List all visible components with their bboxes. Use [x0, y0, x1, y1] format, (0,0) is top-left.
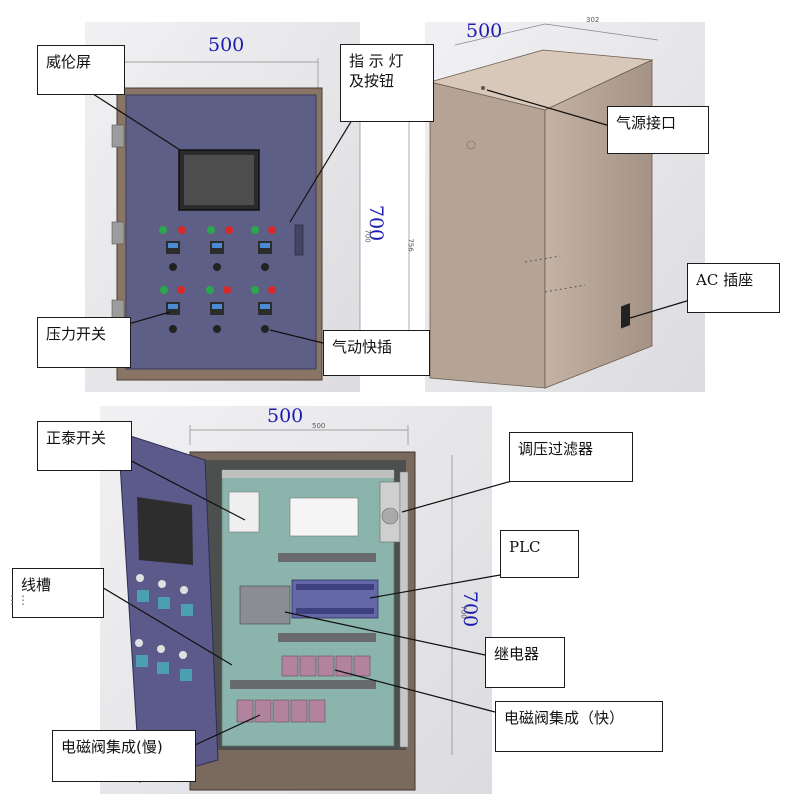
side-view-box	[425, 22, 705, 392]
callout-ac-socket: AC 插座	[687, 263, 780, 313]
callout-relay-text: 继电器	[494, 645, 540, 663]
drag-handle-icon[interactable]: ⋮⋮	[6, 593, 29, 607]
side-depth-dimension: 500	[466, 20, 503, 42]
callout-air-source-port-text: 气源接口	[616, 114, 677, 132]
door-components	[135, 574, 193, 681]
callout-relay: 继电器	[485, 637, 565, 688]
callout-pressure-filter-text: 调压过滤器	[518, 440, 594, 458]
small-inner-height-dimension: 700	[459, 605, 468, 619]
front-controls-row2	[160, 286, 276, 333]
callout-pressure-filter: 调压过滤器	[509, 432, 633, 482]
small-height-a-dimension: 700	[363, 229, 372, 243]
callout-solenoid-fast-text: 电磁阀集成（快）	[504, 709, 625, 727]
callout-pressure-switch: 压力开关	[37, 317, 131, 368]
callout-solenoid-slow: 电磁阀集成(慢)	[52, 730, 196, 782]
callout-air-source-port: 气源接口	[607, 106, 709, 154]
solenoid-block-slow	[236, 699, 326, 723]
callout-pressure-switch-text: 压力开关	[46, 325, 107, 343]
front-width-dimension: 500	[208, 34, 245, 56]
callout-zhengtai-switch: 正泰开关	[37, 421, 132, 471]
callout-wire-duct: 线槽	[12, 568, 104, 618]
callout-indicator-line1: 指 示 灯	[349, 52, 404, 70]
inner-width-dimension: 500	[267, 405, 304, 427]
front-view	[85, 22, 410, 392]
callout-plc-text: PLC	[509, 538, 541, 556]
callout-plc: PLC	[500, 530, 579, 578]
small-depth-dimension: 302	[586, 16, 600, 24]
front-controls-row1	[159, 226, 276, 271]
callout-solenoid-slow-text: 电磁阀集成(慢)	[61, 738, 163, 756]
interior-view	[89, 406, 566, 794]
callout-indicator-line2: 及按钮	[349, 72, 395, 91]
callout-wire-duct-text: 线槽	[21, 576, 52, 594]
callout-indicator-button: 指 示 灯 及按钮	[340, 44, 434, 122]
callout-zhengtai-switch-text: 正泰开关	[46, 429, 107, 447]
callout-weilun-screen-text: 威伦屏	[46, 53, 92, 71]
small-inner-width-dimension: 500	[312, 422, 326, 430]
small-height-b-dimension: 756	[406, 238, 415, 252]
callout-pneumatic-quick-plug: 气动快插	[323, 330, 430, 376]
callout-solenoid-fast: 电磁阀集成（快）	[495, 701, 663, 752]
callout-weilun-screen: 威伦屏	[37, 45, 125, 95]
callout-pneumatic-quick-plug-text: 气动快插	[332, 338, 393, 356]
solenoid-block-fast	[281, 655, 371, 677]
callout-ac-socket-text: AC 插座	[696, 271, 754, 289]
